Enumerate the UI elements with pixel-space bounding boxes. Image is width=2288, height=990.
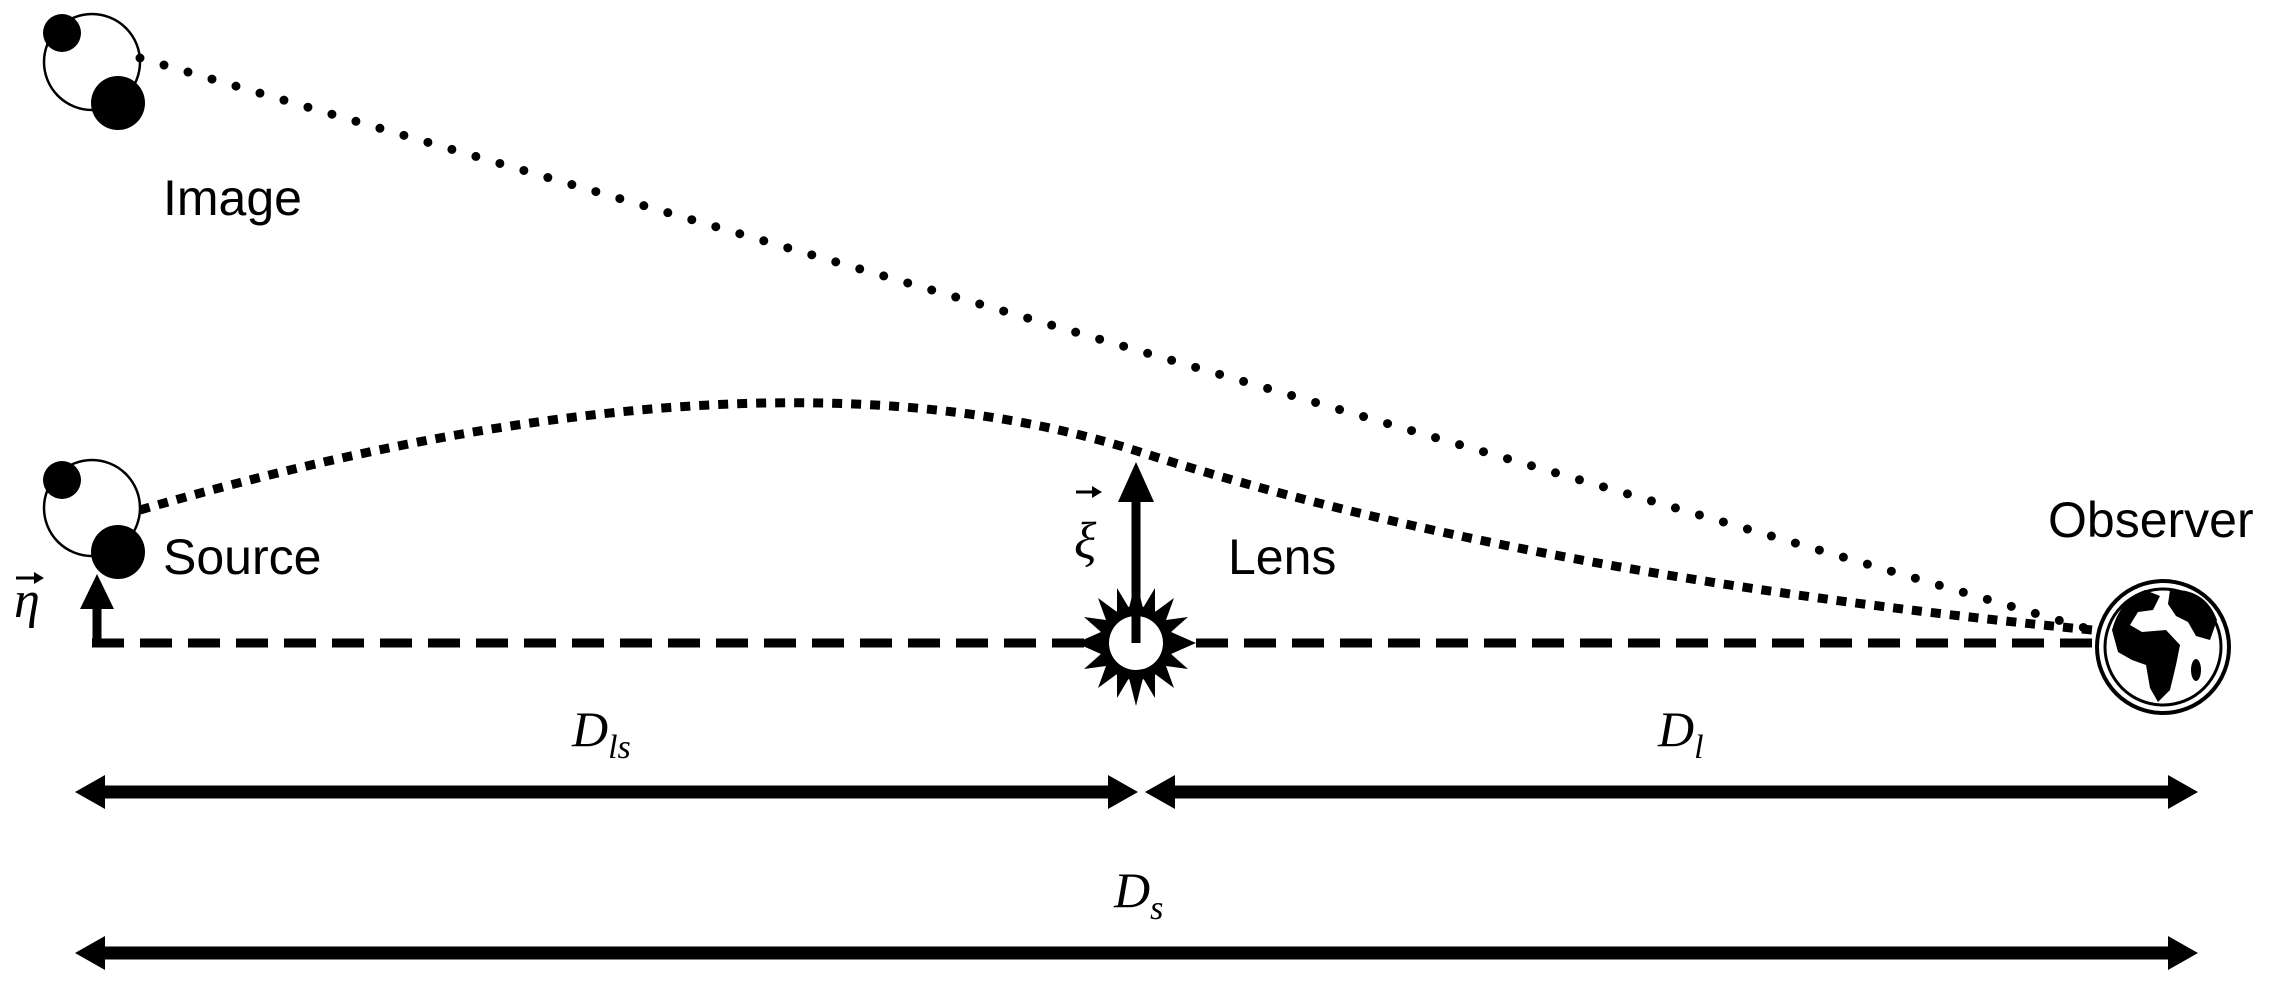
ds-distance-arrow (75, 936, 2198, 970)
image-binary-icon (42, 12, 145, 130)
image-label: Image (163, 170, 302, 226)
image-ray (135, 53, 2097, 635)
svg-text:η: η (14, 572, 40, 629)
observer-label: Observer (2048, 492, 2254, 548)
dl-symbol: Dl (1657, 701, 1704, 766)
light-ray-curve (138, 398, 2093, 635)
svg-text:ξ: ξ (1074, 513, 1097, 570)
source-binary-icon (42, 458, 145, 579)
dls-symbol: Dls (571, 701, 631, 766)
lens-label: Lens (1228, 529, 1336, 585)
lens-sun-icon (1076, 580, 1196, 706)
eta-symbol: η (14, 572, 44, 629)
dls-distance-arrow (75, 775, 1138, 809)
xi-symbol: ξ (1074, 486, 1102, 570)
eta-vector-arrow (80, 574, 114, 646)
ds-symbol: Ds (1113, 862, 1163, 927)
observer-earth-icon (2095, 579, 2231, 715)
dl-distance-arrow (1145, 775, 2198, 809)
source-label: Source (163, 529, 321, 585)
